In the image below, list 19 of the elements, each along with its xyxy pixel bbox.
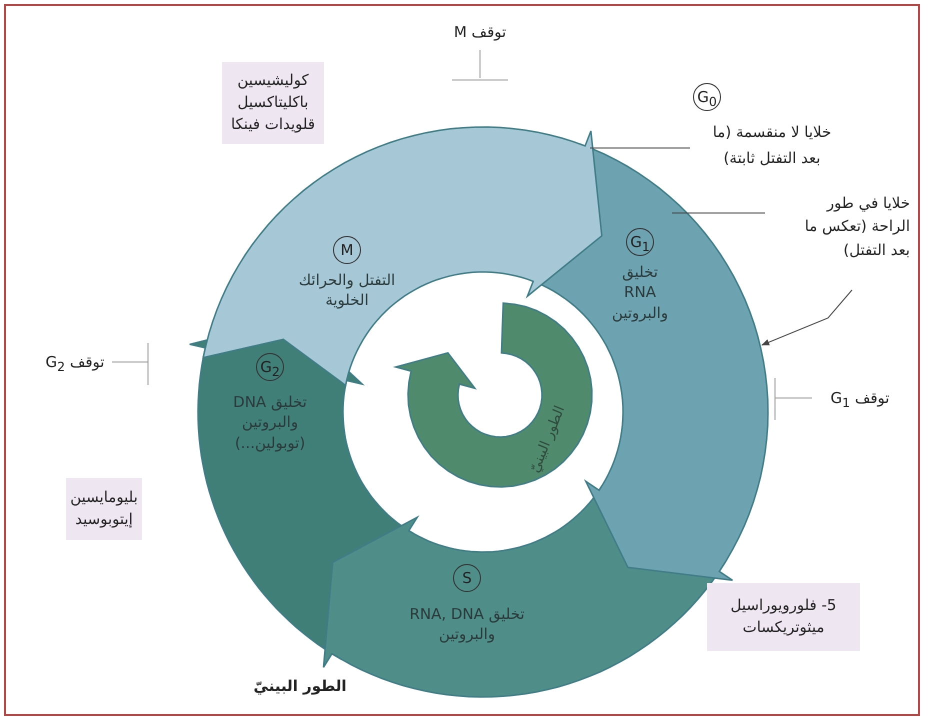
cell-state-text: خلايا لا منقسمة (ما بعد التفتل ثابتة) <box>712 122 832 168</box>
phase-symbol: G$_{0}$ <box>693 83 721 111</box>
drug-box: كوليشيسين باكليتاكسيل قلويدات فينكا <box>222 62 324 144</box>
phase-description: تخليق RNA والبروتين <box>610 262 670 323</box>
phase-symbol: M <box>333 236 361 264</box>
phase-description: التفتل والحرائك الخلوية <box>298 270 396 310</box>
phase-description: تخليق RNA, DNA والبروتين <box>408 604 526 644</box>
drug-box: 5- فلورويوراسيل ميثوتريكسات <box>707 583 860 651</box>
phase-description: تخليق DNA والبروتين (توبولين...) <box>232 392 308 453</box>
checkpoint-label: توقف M <box>452 22 508 42</box>
leader-line <box>672 212 766 214</box>
phase-symbol: G$_{2}$ <box>256 353 284 381</box>
phase-symbol: G$_{1}$ <box>626 228 654 256</box>
cell-state-text: خلايا في طور الراحة (تعكس ما بعد التفتل) <box>804 193 910 260</box>
phase-label: الطور البينيّ <box>526 402 570 477</box>
leader-line <box>761 290 852 346</box>
phase-label: الطور البينيّ <box>252 676 348 696</box>
phase-symbol: S <box>453 564 481 592</box>
drug-box: بليومايسين إيتوبوسيد <box>66 478 142 540</box>
